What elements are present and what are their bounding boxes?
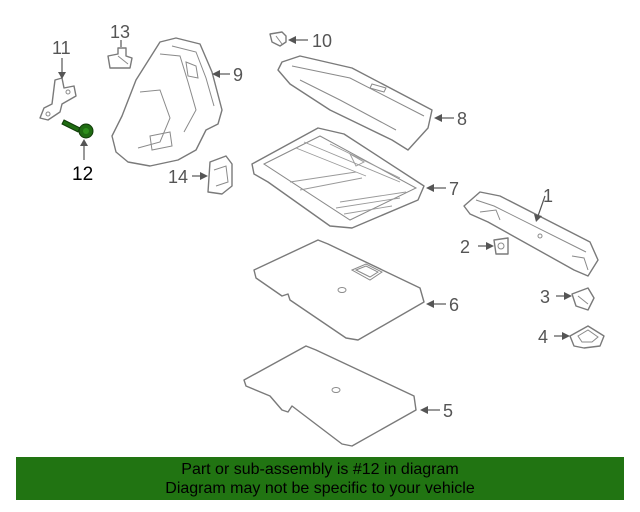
part-4-cover[interactable]	[569, 325, 605, 349]
callout-11: 11	[52, 38, 71, 58]
part-10-push-pin[interactable]	[269, 31, 287, 47]
part-5-floor-mat[interactable]	[243, 345, 417, 447]
banner-line-1: Part or sub-assembly is #12 in diagram	[181, 461, 459, 478]
part-3-clip[interactable]	[571, 287, 595, 311]
callout-5: 5	[443, 401, 453, 421]
callout-8: 8	[457, 109, 467, 129]
info-banner: Part or sub-assembly is #12 in diagram D…	[16, 457, 624, 500]
part-1-sill-plate[interactable]	[463, 191, 599, 277]
callout-7: 7	[449, 179, 459, 199]
callout-2: 2	[460, 237, 470, 257]
callout-4: 4	[538, 327, 548, 347]
callout-10: 10	[312, 31, 332, 51]
part-8-shelf-panel[interactable]	[277, 55, 433, 151]
callout-14: 14	[168, 167, 188, 187]
callout-3: 3	[540, 287, 550, 307]
part-6-floor-board[interactable]	[253, 239, 425, 341]
callout-13: 13	[110, 22, 130, 42]
part-2-clip[interactable]	[493, 237, 509, 255]
part-13-clip[interactable]	[107, 47, 133, 69]
part-7-cargo-tray[interactable]	[251, 127, 425, 229]
banner-line-2: Diagram may not be specific to your vehi…	[165, 480, 475, 497]
part-9-quarter-trim[interactable]	[111, 37, 223, 167]
callout-1: 1	[543, 186, 553, 206]
part-11-bracket[interactable]	[39, 77, 77, 121]
parts-diagram: 11 12 13 9 14 10	[39, 22, 605, 447]
part-12-bolt[interactable]	[61, 119, 94, 139]
callout-6: 6	[449, 295, 459, 315]
callout-12: 12	[72, 164, 93, 185]
part-14-trim-piece[interactable]	[207, 155, 233, 195]
callout-9: 9	[233, 65, 243, 85]
